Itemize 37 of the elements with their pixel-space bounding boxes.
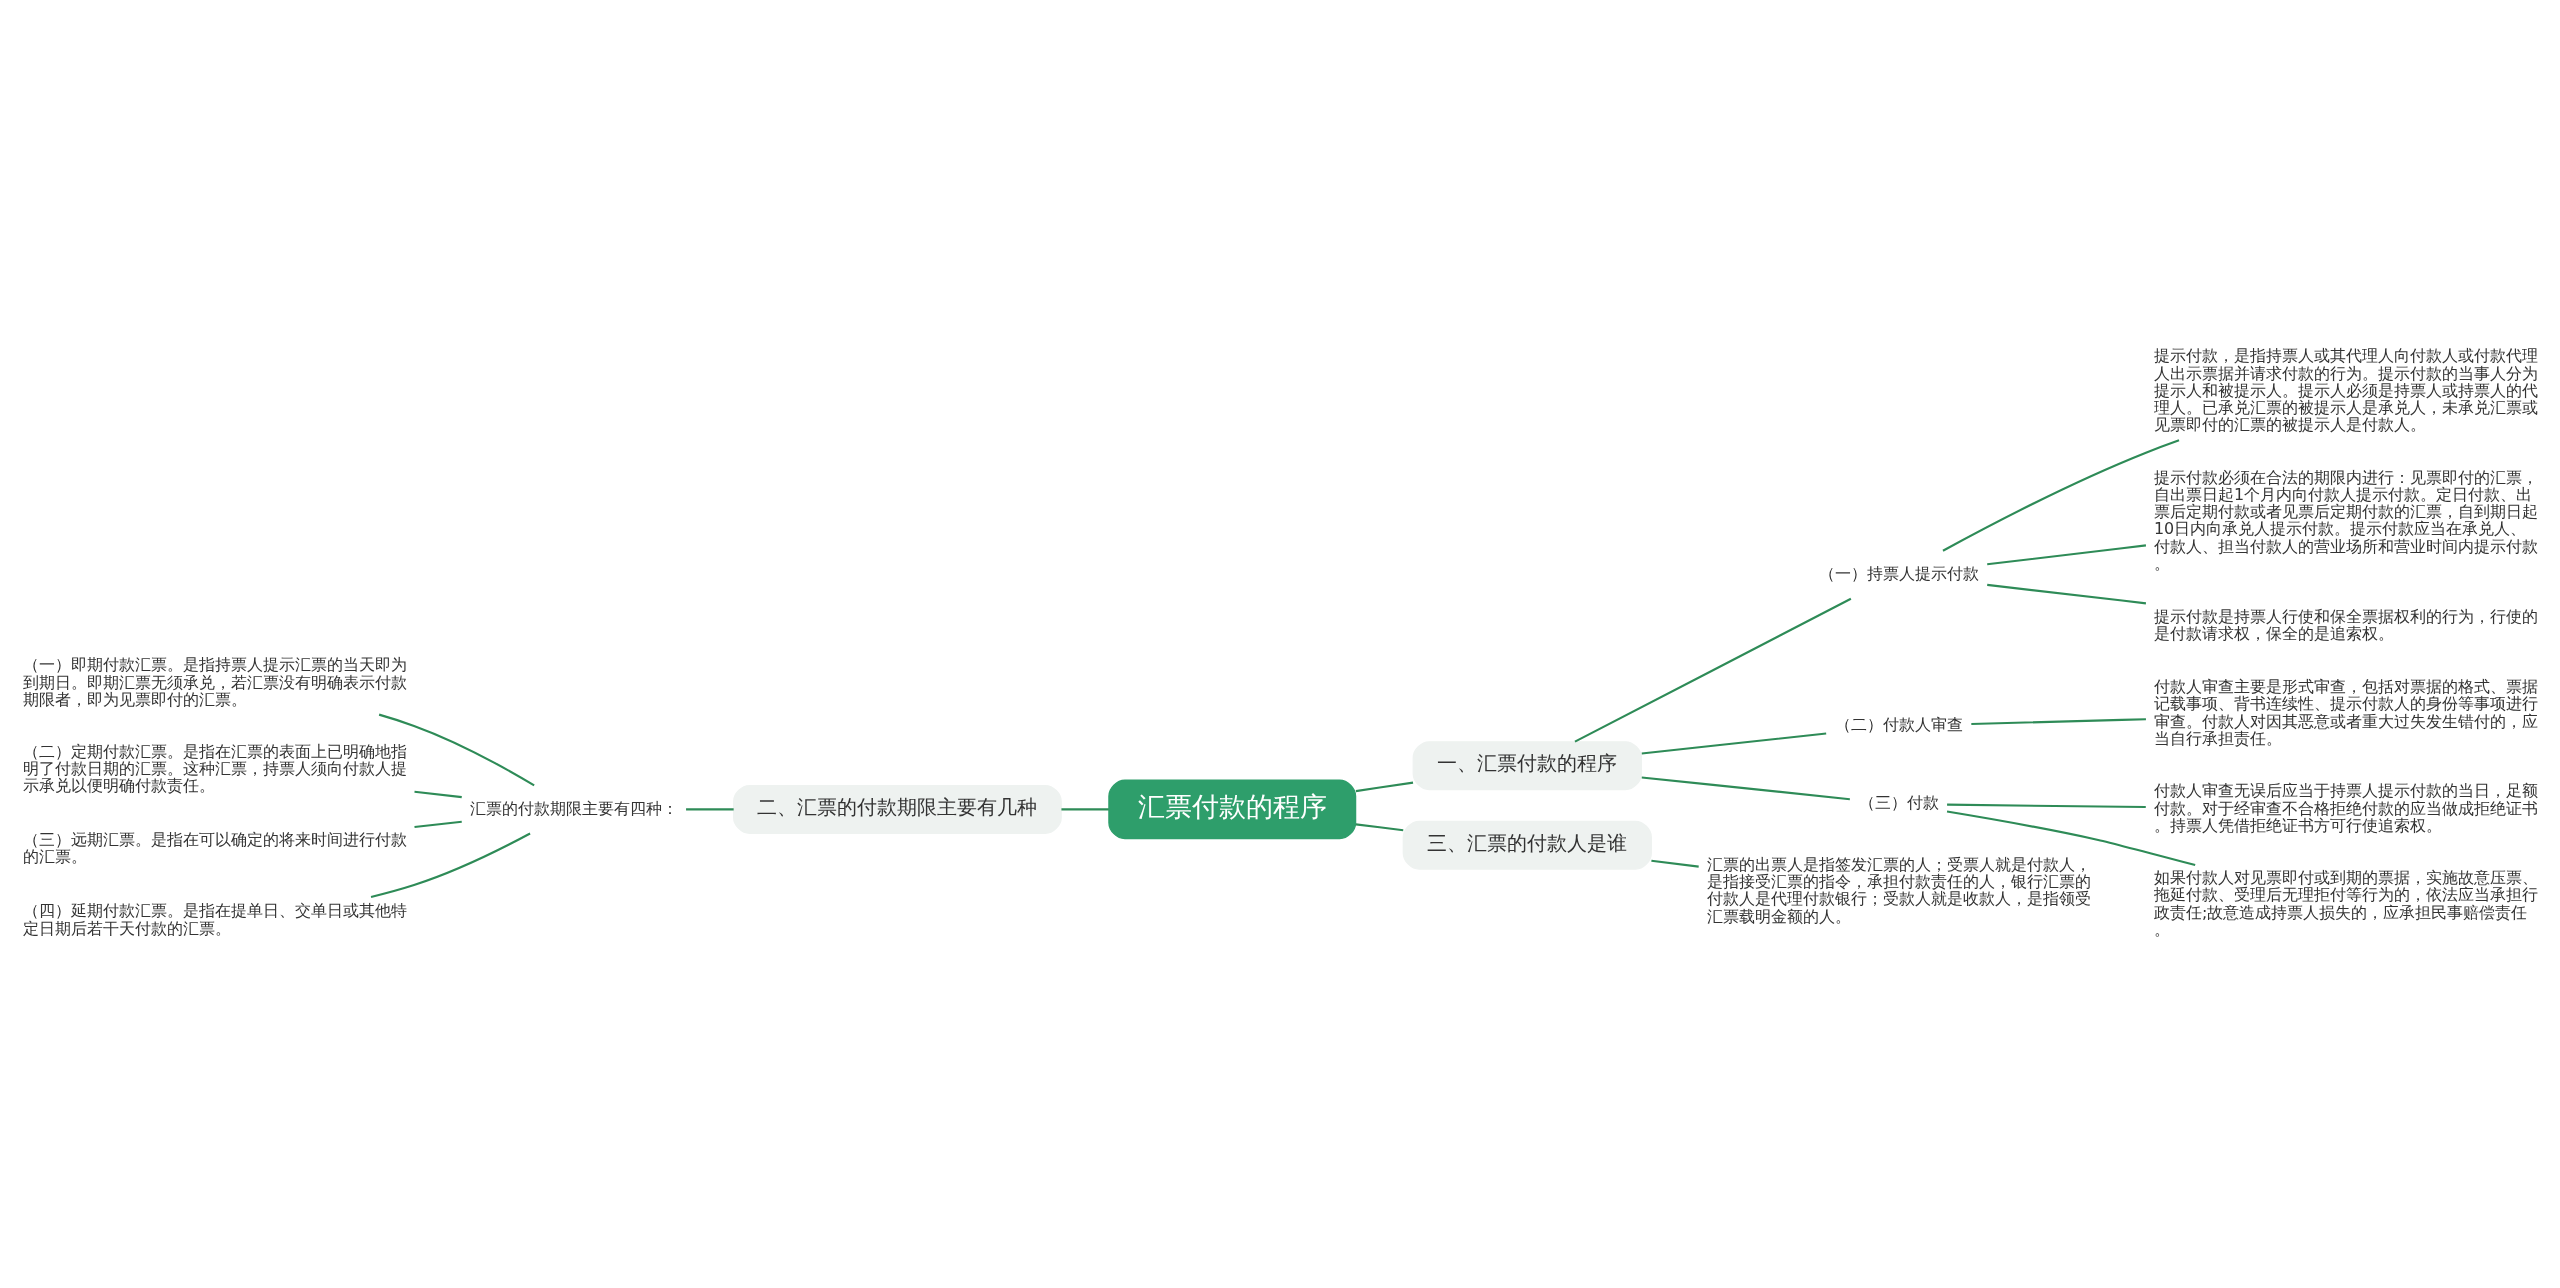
node-box: 二、汇票的付款期限主要有几种 [732,784,1062,834]
node-box: 一、汇票付款的程序 [1412,741,1643,791]
node-text: （二）付款人审查 [1834,715,1963,734]
connector [378,713,535,787]
node-text: 付款人审查主要是形式审查，包括对票据的格式、票据记载事项、背书连续性、提示付款人的身份等事项进行审查。付款人对因其恶意或者重大过失发生错付的，应当自行承担责任。 [2153,677,2538,748]
connector [1061,808,1109,811]
connector [1971,718,2146,725]
node-text: （二）定期付款汇票。是指在汇票的表面上已明确地指明了付款日期的汇票。这种汇票，持票人须向付款人提示承兑以便明确付款责任。 [22,741,407,795]
node-text: （三）付款 [1858,793,1939,813]
node-text: （一）持票人提示付款 [1818,563,1979,583]
connector [1987,544,2147,566]
connector [414,820,462,829]
connector [1574,597,1852,743]
connector [1942,439,2180,552]
node-box: 三、汇票的付款人是谁 [1402,820,1652,870]
node-text: 提示付款是持票人行使和保全票据权利的行为，行使的是付款请求权，保全的是追索权。 [2153,606,2538,644]
node-text: （三）远期汇票。是指在可以确定的将来时间进行付款的汇票。 [22,829,407,866]
node-text: 如果付款人对见票即付或到期的票据，实施故意压票、拖延付款、受理后无理拒付等行为的，依法应当承担行政责任;故意造成持票人损失的，应承担民事赔偿责任。 [2153,868,2538,939]
node-box: 汇票付款的程序 [1108,779,1357,840]
connector [1641,776,1850,801]
connector [1355,781,1414,793]
connector [1987,583,2147,605]
node-text: 付款人审查无误后应当于持票人提示付款的当日，足额付款。对于经审查不合格拒绝付款的应当做成拒绝证书。持票人凭借拒绝证书方可行使追索权。 [2153,781,2538,835]
connector [370,832,531,898]
connector [1947,803,2146,809]
connector [1946,810,2196,867]
connector [1355,823,1404,832]
node-text: 提示付款，是指持票人或其代理人向付款人或付款代理人出示票据并请求付款的行为。提示付款的当事人分为提示人和被提示人。提示人必须是持票人或持票人的代理人。已承兑汇票的被提示人是承兑人，未承兑汇票或见票即付的汇票的被提示人是付款人。 [2153,346,2538,435]
node-text: （四）延期付款汇票。是指在提单日、交单日或其他特定日期后若干天付款的汇票。 [22,901,407,938]
connector [1641,732,1827,755]
node-text: 汇票的付款期限主要有四种： [469,798,678,818]
connector [414,790,462,799]
node-text: （一）即期付款汇票。是指持票人提示汇票的当天即为到期日。即期汇票无须承兑，若汇票没有明确表示付款期限者，即为见票即付的汇票。 [22,655,407,709]
node-text: 提示付款必须在合法的期限内进行：见票即付的汇票，自出票日起1个月内向付款人提示付款。定日付款、出票后定期付款或者见票后定期付款的汇票，自到期日起10日内向承兑人提示付款。提示付款应当在承兑人、付款人、担当付款人的营业场所和营业时间内提示付款。 [2153,467,2538,573]
node-text: 汇票的出票人是指签发汇票的人；受票人就是付款人，是指接受汇票的指令，承担付款责任的人，银行汇票的付款人是代理付款银行；受款人就是收款人，是指领受汇票载明金额的人。 [1707,854,2092,926]
connector [1651,859,1699,868]
connector [686,808,734,811]
